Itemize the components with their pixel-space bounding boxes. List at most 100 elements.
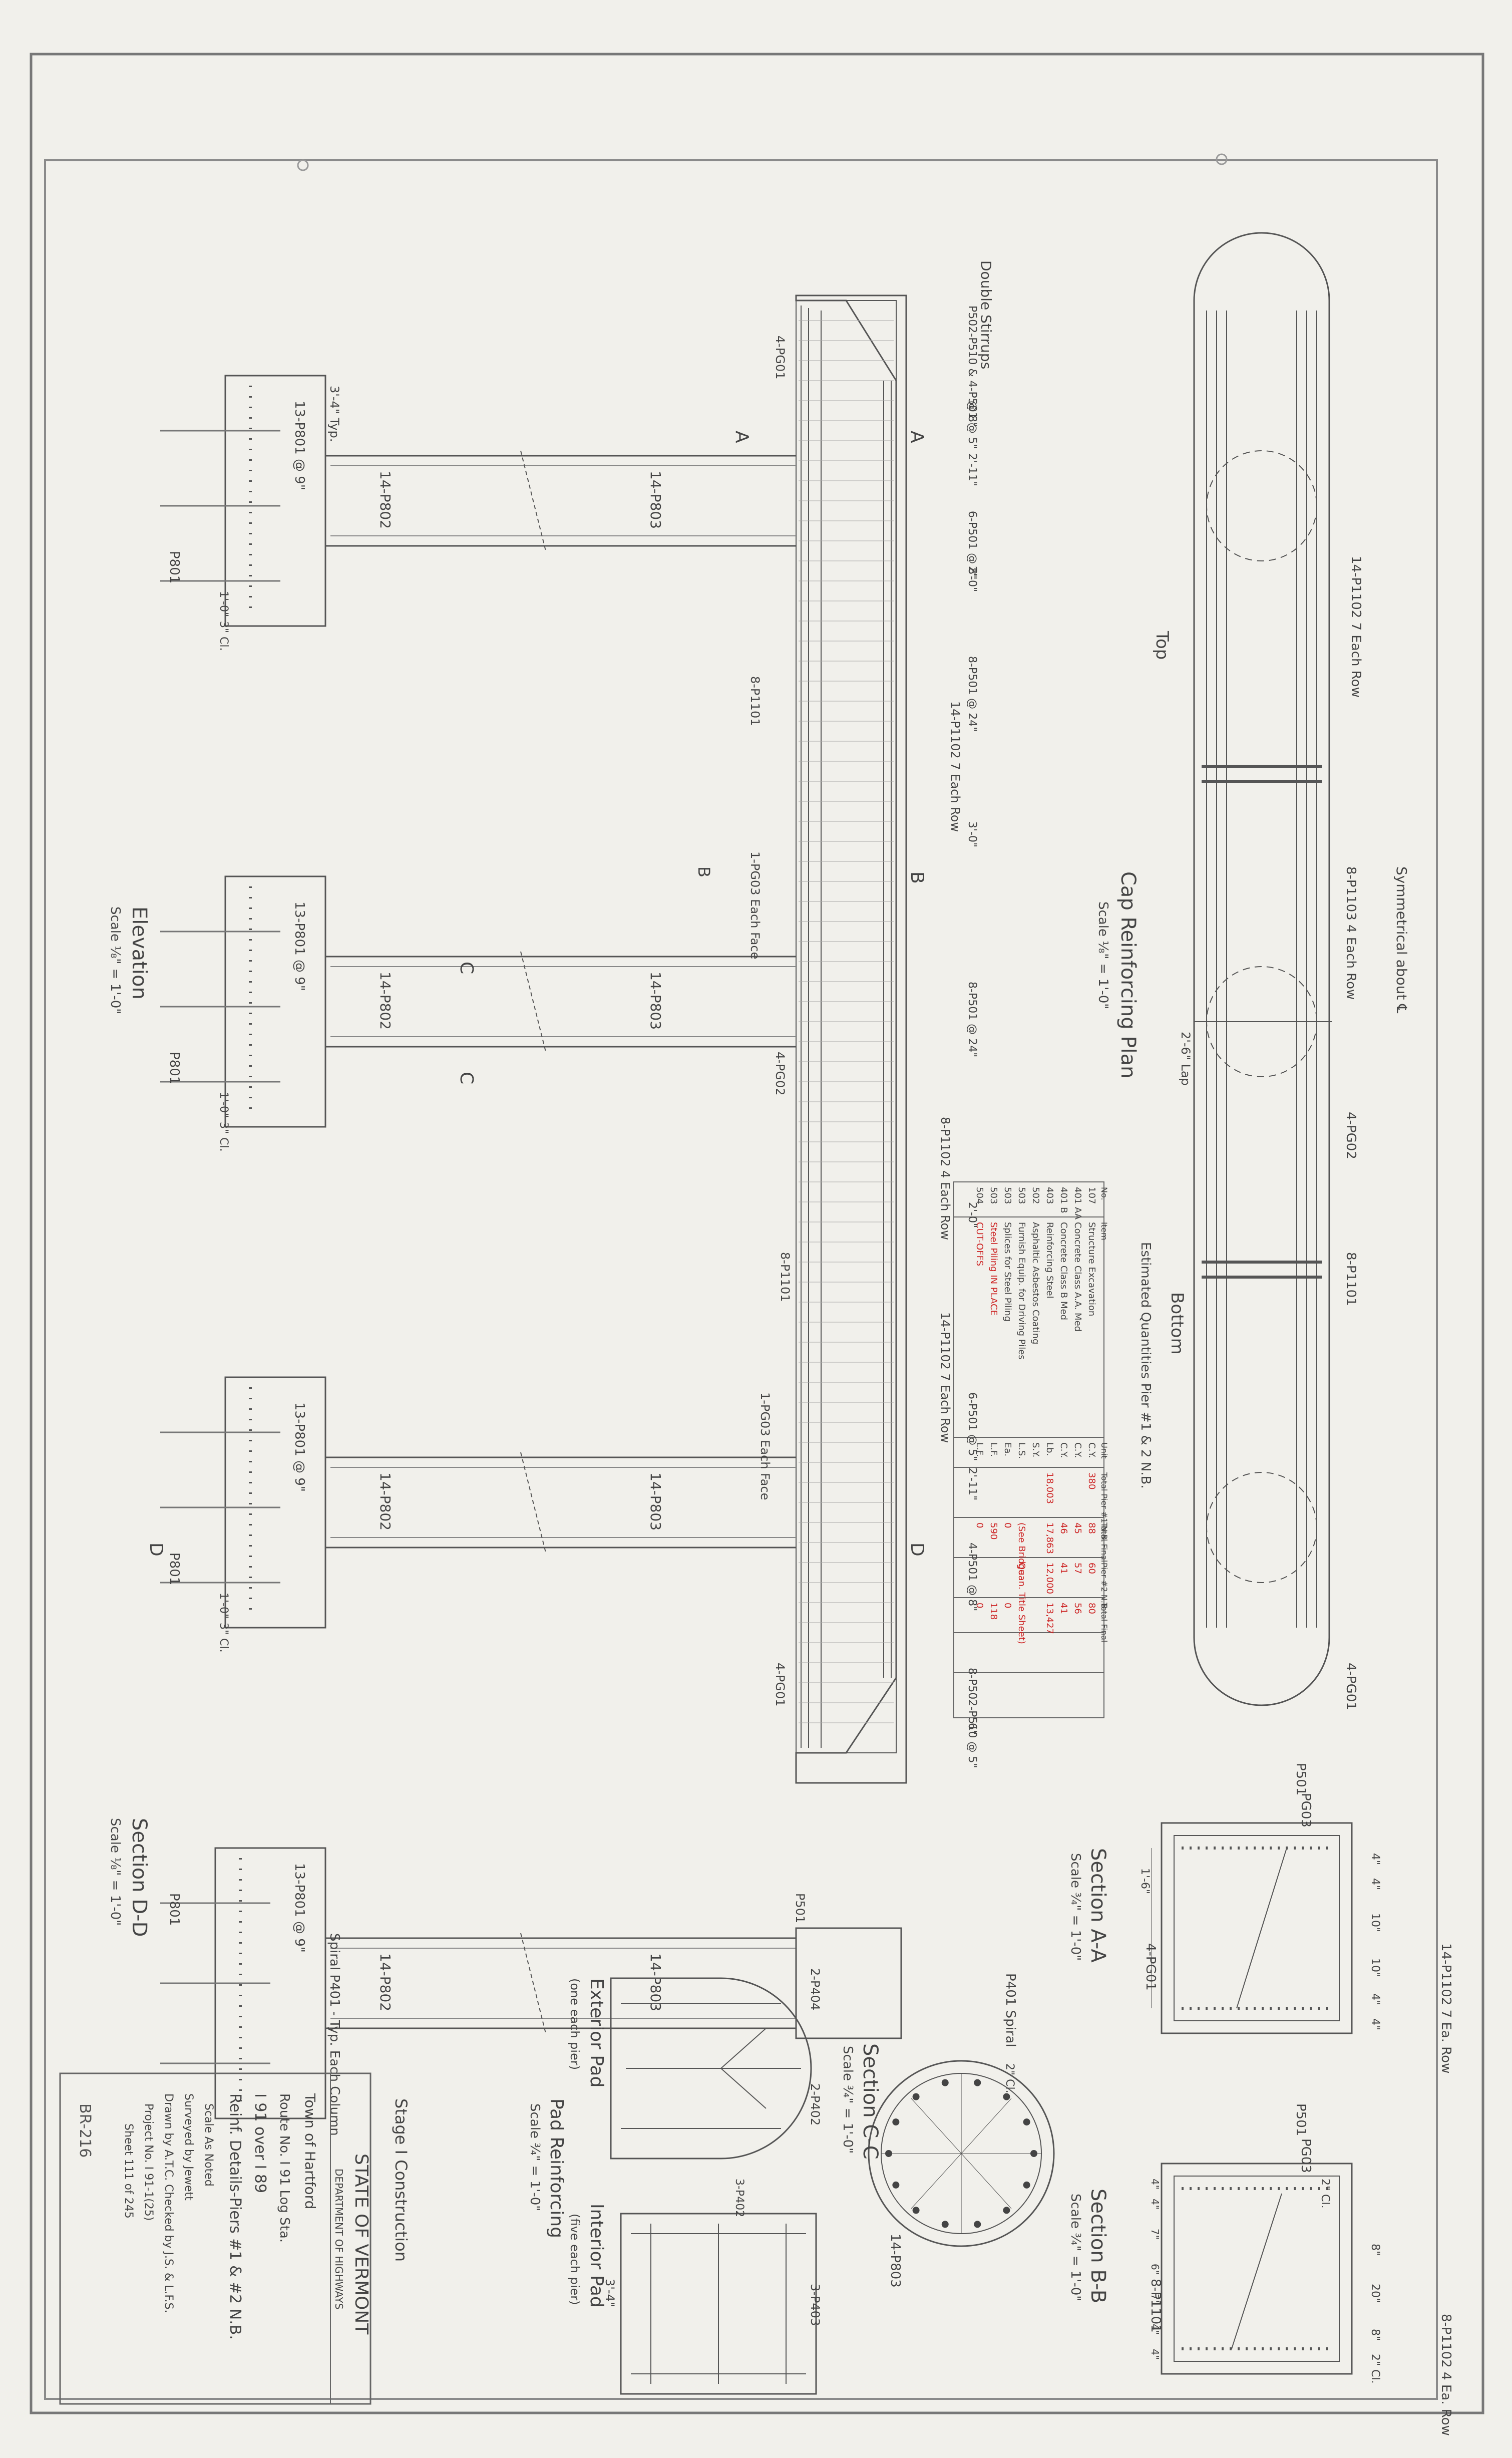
label-p803: 14-P803 [647,471,664,529]
cap-label: 2'-11" [966,453,978,486]
quantities-title: Estimated Quantities Pier #1 & 2 N.B. [1138,1242,1153,1489]
cc-label: P401 Spiral [1003,1973,1018,2047]
label-p801: P801 [167,1893,182,1926]
section-marker-b: B [694,866,713,877]
exterior-pad-note: (one each pier) [568,1978,582,2070]
label-typ-dim: 3'-4" Typ. [327,386,341,442]
bb-label: P501 [1293,2103,1308,2136]
qty-cell: 56 [1072,1603,1083,1614]
cc-label: 14-P803 [888,2234,903,2288]
section-marker-c: C [456,962,477,974]
label-p803: 14-P803 [647,1953,664,2011]
qty-cell: 401 AA [1072,1187,1083,1220]
rebar-label: 14-P1102 7 Each Row [938,1312,952,1443]
label-p801-spacing: 13-P801 @ 9" [292,1402,307,1492]
qty-header: Pier #2 N.B. [1099,1563,1109,1611]
col-2-break [520,951,546,1052]
bb-label: 2" Cl. [1369,2354,1381,2384]
cap-plan-scale: Scale ⅛" = 1'-0" [1095,901,1110,1009]
tb-scale: Scale As Noted [202,2103,215,2187]
qty-header: Unit [1099,1442,1109,1459]
rebar-label: 4-PG01 [773,336,787,380]
elevation-scale: Scale ⅛" = 1'-0" [108,906,123,1014]
col-4-cap-section [795,1927,902,2039]
qty-cell: L.S. [1016,1442,1027,1459]
pad-label: 3-P403 [808,2284,822,2326]
label-p801: P801 [167,551,182,583]
interior-pad-title: Interior Pad [586,2204,607,2308]
qty-cell: 503 [1002,1187,1013,1204]
qty-cell: 60 [1086,1563,1097,1574]
top-label-2: 8-P1103 4 Each Row [1343,866,1358,1000]
qty-cell: 45 [1072,1522,1083,1534]
qty-cell: 0 [974,1522,985,1528]
cc-bar [912,2207,920,2214]
qty-cell: C.Y. [1058,1442,1069,1458]
qty-cell: 504 [974,1187,985,1204]
pier-cap [795,294,907,1784]
pad-label: P501 [793,1893,807,1923]
exterior-pad-title: Exterior Pad [586,1978,607,2087]
rebar-label: 4-PG02 [773,1052,787,1096]
section-bb-scale: Scale ¾" = 1'-0" [1068,2194,1083,2301]
cap-label: 4-P501 @ 8" [966,1543,978,1611]
qty-cell: 88 [1086,1522,1097,1534]
qty-header: Item [1099,1222,1109,1240]
cap-label: 6" [966,1723,978,1735]
qty-header: Total Final [1099,1522,1109,1562]
qty-cell: L.F. [988,1442,999,1457]
tb-line2: Reinf. Details-Piers #1 & #2 N.B. [226,2093,244,2340]
aa-label: P501 [1293,1763,1308,1795]
tb-route: Route No. I 91 Log Sta. [277,2093,292,2243]
label-p803: 14-P803 [647,1472,664,1530]
aa-label: PG03 [1298,1793,1313,1827]
qty-cell: L.F. [974,1442,985,1457]
qty-cell: 80 [1086,1603,1097,1614]
cap-label: 8-P501 @ 24" [966,982,978,1057]
cap-label-double-stirrups: Double Stirrups [978,260,994,369]
rebar-label: 8-P1102 4 Each Row [938,1117,952,1240]
rebar-label: 1-PG03 Each Face [758,1392,772,1500]
inner-border [44,159,1438,2400]
bottom-title: Bottom [1167,1292,1187,1355]
section-aa-scale: Scale ¾" = 1'-0" [1068,1853,1083,1961]
qty-cell: Asphaltic Asbestos Coating [1030,1222,1041,1344]
aa-dim: 4" [1369,2018,1381,2030]
section-cc-drawing [868,2060,1055,2247]
rebar-label: 8-P1101 [778,1252,792,1302]
section-marker-a2: A [907,431,927,443]
symmetrical-note: Symmetrical about ℄ [1393,866,1410,1013]
bb-label: 8-P1102 4 Ea. Row [1438,2314,1453,2436]
qty-cell: Concrete Class A.A. Med [1072,1222,1083,1332]
aa-dim: 10" [1369,1958,1381,1977]
qty-cell: 41 [1058,1563,1069,1574]
qty-cell: C.Y. [1072,1442,1083,1458]
qty-cell: S.Y. [1030,1442,1041,1457]
col-1-footing [224,375,326,627]
cap-label: 2'-0" [966,566,978,592]
label-p802: 14-P802 [377,1472,394,1530]
label-clear-3in: 3" Cl. [217,1122,230,1152]
exterior-pad-drawing [610,1977,812,2160]
spiral-note: Spiral P401 - Typ. Each Column [327,1933,342,2136]
top-view-title: Top [1152,631,1172,660]
cc-bar [892,2118,900,2126]
cc-bar [941,2221,949,2228]
cap-plan-title: Cap Reinforcing Plan [1116,871,1140,1078]
label-p802: 14-P802 [377,1953,394,2011]
top-label-1: 14-P1102 7 Each Row [1348,556,1363,698]
stage-note: Stage I Construction [392,2098,411,2262]
qty-cell: Structure Excavation [1086,1222,1097,1316]
bb-dim: 6" [1149,2264,1161,2275]
tb-surveyed: Surveyed by Jewett [182,2093,195,2201]
col-3-break [520,1452,546,1553]
tb-project: Project No. I 91-1(25) [142,2103,155,2221]
cap-plan-top-view [1193,232,1332,1706]
pad-label: 2-P404 [808,1968,822,2010]
tb-sheet: Sheet 111 of 245 [122,2123,135,2219]
col-3-footing [224,1376,326,1629]
qty-cell: CUT-OFFS [974,1222,985,1266]
bb-dim: 4" [1149,2324,1161,2335]
